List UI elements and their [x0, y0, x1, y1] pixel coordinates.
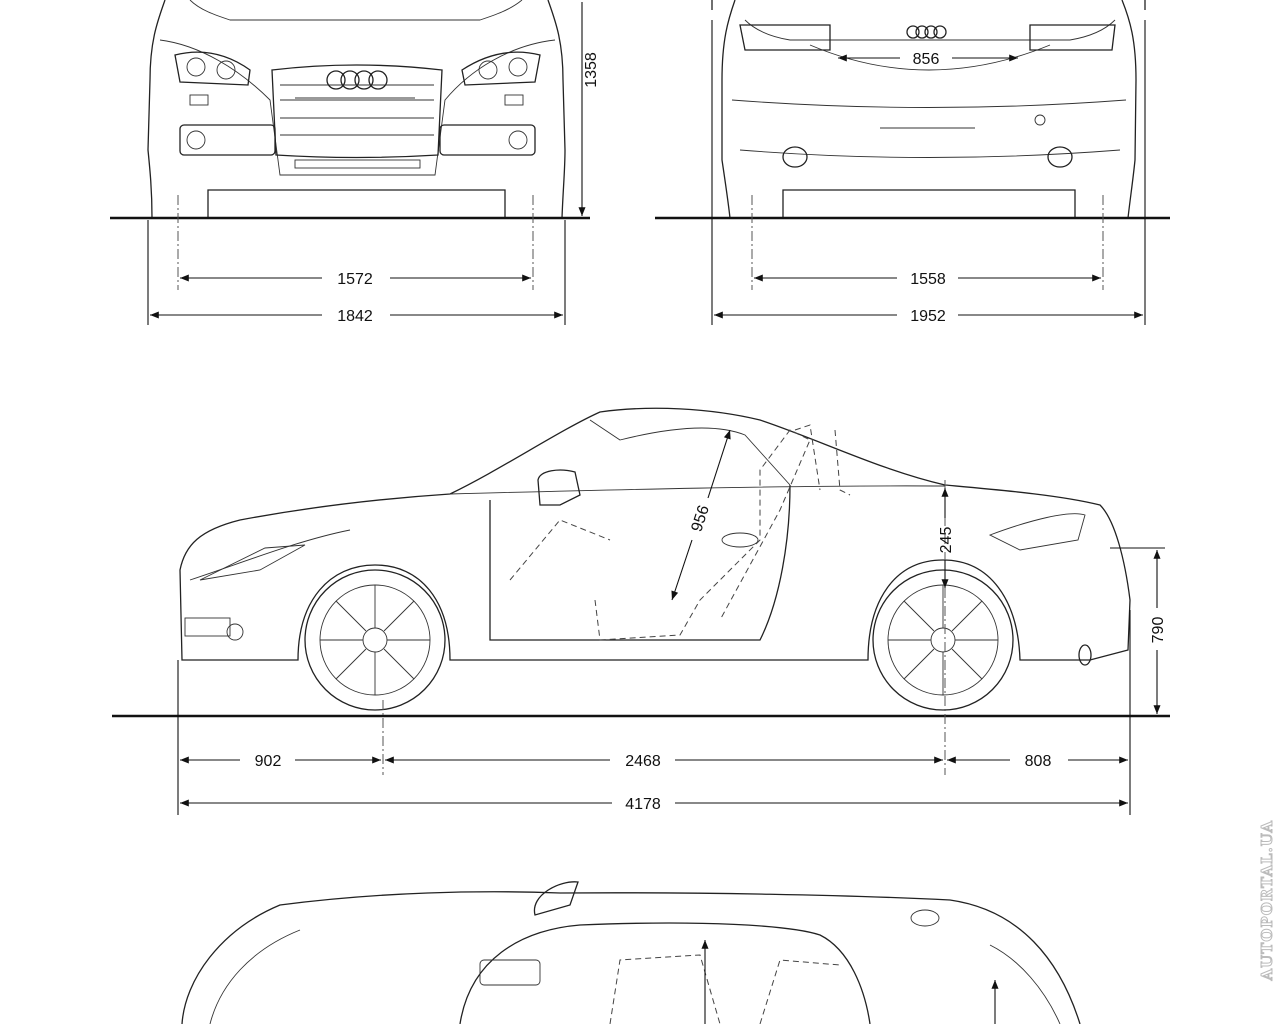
door-handle [721, 532, 759, 548]
front-grille [271, 64, 443, 159]
headlight [199, 544, 306, 581]
side-mirror [537, 469, 581, 506]
rear-track-dim: 1558 [910, 271, 946, 288]
rear-width-dim: 1952 [910, 308, 946, 325]
seat-headroom-dim: 956 [689, 503, 713, 534]
right-headlight [461, 51, 541, 86]
audi-rings-logo [906, 25, 947, 39]
front-view: 1358 1572 1842 [110, 0, 600, 325]
trunk-opening-dim: 856 [913, 51, 940, 68]
rear-view: 856 1558 1952 [655, 0, 1170, 325]
left-taillight [739, 24, 831, 51]
wheelbase-dim: 2468 [625, 753, 661, 770]
left-headlight [174, 51, 251, 86]
left-fog-grille [179, 124, 276, 156]
right-taillight [1029, 24, 1116, 51]
loading-height-dim: 790 [1150, 617, 1167, 644]
right-exhaust [1047, 146, 1073, 168]
front-track-dim: 1572 [337, 271, 373, 288]
watermark: AUTOPORTAL.UA [1258, 820, 1277, 982]
mirror-top [533, 881, 579, 916]
left-exhaust [782, 146, 808, 168]
side-view: 790 245 956 902 2468 808 4178 [112, 407, 1170, 815]
front-width-dim: 1842 [337, 308, 373, 325]
right-fog-grille [439, 124, 536, 156]
length-dim: 4178 [625, 796, 661, 813]
sill-roof-gap-dim: 245 [938, 527, 955, 554]
top-view [181, 881, 1081, 1024]
taillight [988, 513, 1086, 551]
audi-rings-logo [326, 70, 388, 90]
front-overhang-dim: 902 [255, 753, 282, 770]
rear-overhang-dim: 808 [1025, 753, 1052, 770]
front-height-dim: 1358 [583, 52, 600, 88]
